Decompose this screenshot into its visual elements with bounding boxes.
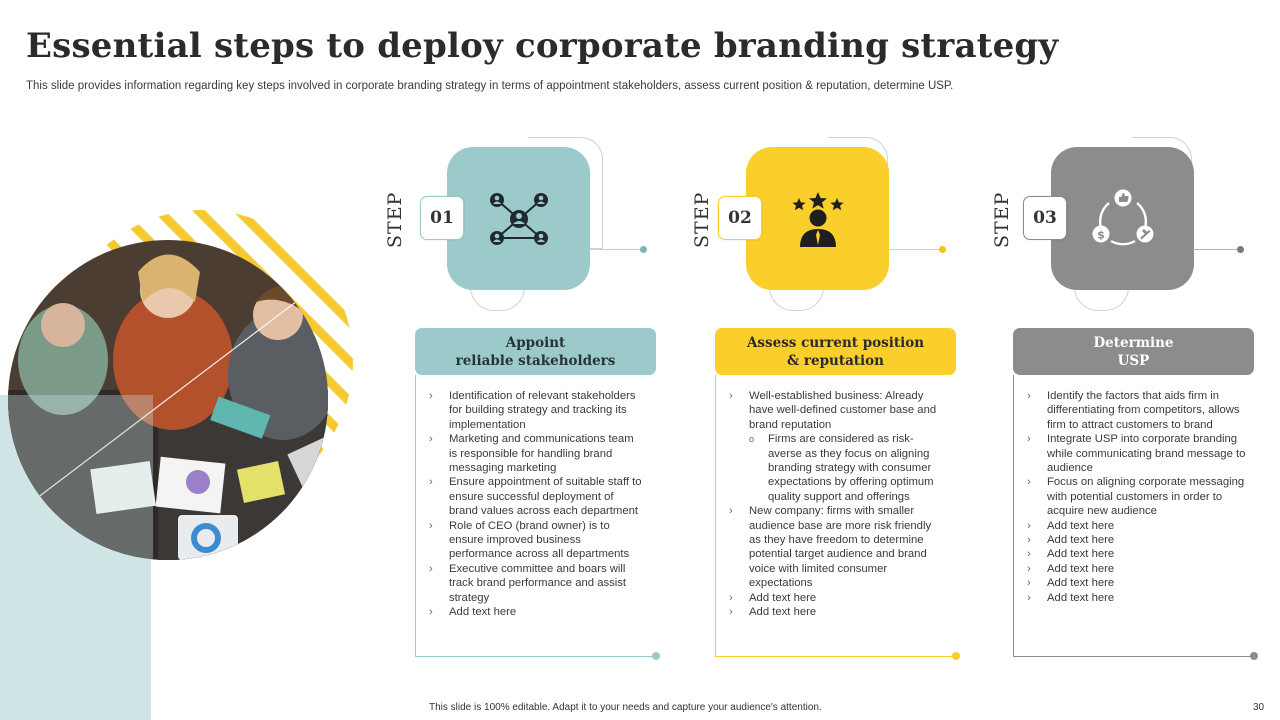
list-item: ›Focus on aligning corporate messaging w… [1027, 476, 1245, 518]
list-item: ›New company: firms with smaller audienc… [729, 505, 932, 590]
step-icon-tile [746, 147, 889, 290]
connector-dot [1237, 246, 1244, 253]
step-icon-tile [447, 147, 590, 290]
person-stars-icon [791, 191, 844, 247]
list-item: ›Add text here [1027, 548, 1115, 561]
team-photo-illustration [8, 210, 353, 560]
connector-dot [939, 246, 946, 253]
step-bullet-list: ›Identification of relevant stakeholders… [429, 389, 644, 620]
cycle-usp-icon: $ [1092, 189, 1153, 245]
team-photo [8, 210, 358, 560]
card-corner-dot [952, 652, 960, 660]
svg-text:$: $ [1097, 228, 1105, 241]
step-heading-line: Appoint [505, 334, 566, 351]
step-word: STEP [691, 191, 713, 248]
card-frame-left [415, 375, 417, 656]
step-heading: Assess current position& reputation [715, 328, 956, 375]
step-heading-line: USP [1117, 352, 1150, 369]
network-people-icon [489, 192, 548, 245]
list-item: ›Marketing and communications team is re… [429, 433, 634, 475]
card-frame-bottom [415, 656, 656, 658]
list-item: ›Executive committee and boars will trac… [429, 562, 627, 604]
connector-line [590, 249, 642, 251]
step-word: STEP [991, 191, 1013, 248]
list-item: ›Add text here [1027, 519, 1115, 532]
list-item: ›Add text here [1027, 591, 1115, 604]
list-item: ›Role of CEO (brand owner) is to ensure … [429, 519, 630, 561]
list-item: ›Add text here [1027, 562, 1115, 575]
card-frame-left [1013, 375, 1015, 656]
step-icon-tile: $ [1051, 147, 1194, 290]
list-item: ›Add text here [429, 606, 517, 619]
step-heading-line: & reputation [786, 352, 884, 369]
card-corner-dot [652, 652, 660, 660]
step-bullet-list: ›Well-established business: Already have… [729, 389, 944, 620]
card-frame-bottom [1013, 656, 1254, 658]
step-heading-line: reliable stakeholders [455, 352, 616, 369]
page-subtitle: This slide provides information regardin… [26, 80, 954, 92]
list-item: ›Add text here [729, 606, 817, 619]
card-frame-left [715, 375, 717, 656]
page-number: 30 [1253, 702, 1265, 713]
card-frame-bottom [715, 656, 956, 658]
step-number: 02 [718, 196, 762, 240]
list-item: ›Add text here [729, 591, 817, 604]
connector-line [1193, 249, 1239, 251]
list-item: ›Identify the factors that aids firm in … [1027, 390, 1240, 431]
step-number: 03 [1023, 196, 1067, 240]
step-bullet-list: ›Identify the factors that aids firm in … [1027, 389, 1247, 605]
connector-dot [640, 246, 647, 253]
step-word: STEP [384, 191, 406, 248]
list-item: ›Well-established business: Already have… [729, 390, 937, 431]
list-item: ›Add text here [1027, 577, 1115, 590]
page-title: Essential steps to deploy corporate bran… [26, 26, 1059, 66]
list-item: ›Add text here [1027, 534, 1115, 547]
list-item: ›Identification of relevant stakeholders… [429, 390, 636, 431]
list-item: ›Integrate USP into corporate branding w… [1027, 433, 1246, 475]
step-heading-line: Determine [1093, 334, 1174, 351]
footer-note: This slide is 100% editable. Adapt it to… [429, 702, 822, 713]
step-heading-line: Assess current position [746, 334, 925, 351]
step-number: 01 [420, 196, 464, 240]
list-item: ›Ensure appointment of suitable staff to… [429, 476, 642, 518]
card-corner-dot [1250, 652, 1258, 660]
connector-line [889, 249, 941, 251]
